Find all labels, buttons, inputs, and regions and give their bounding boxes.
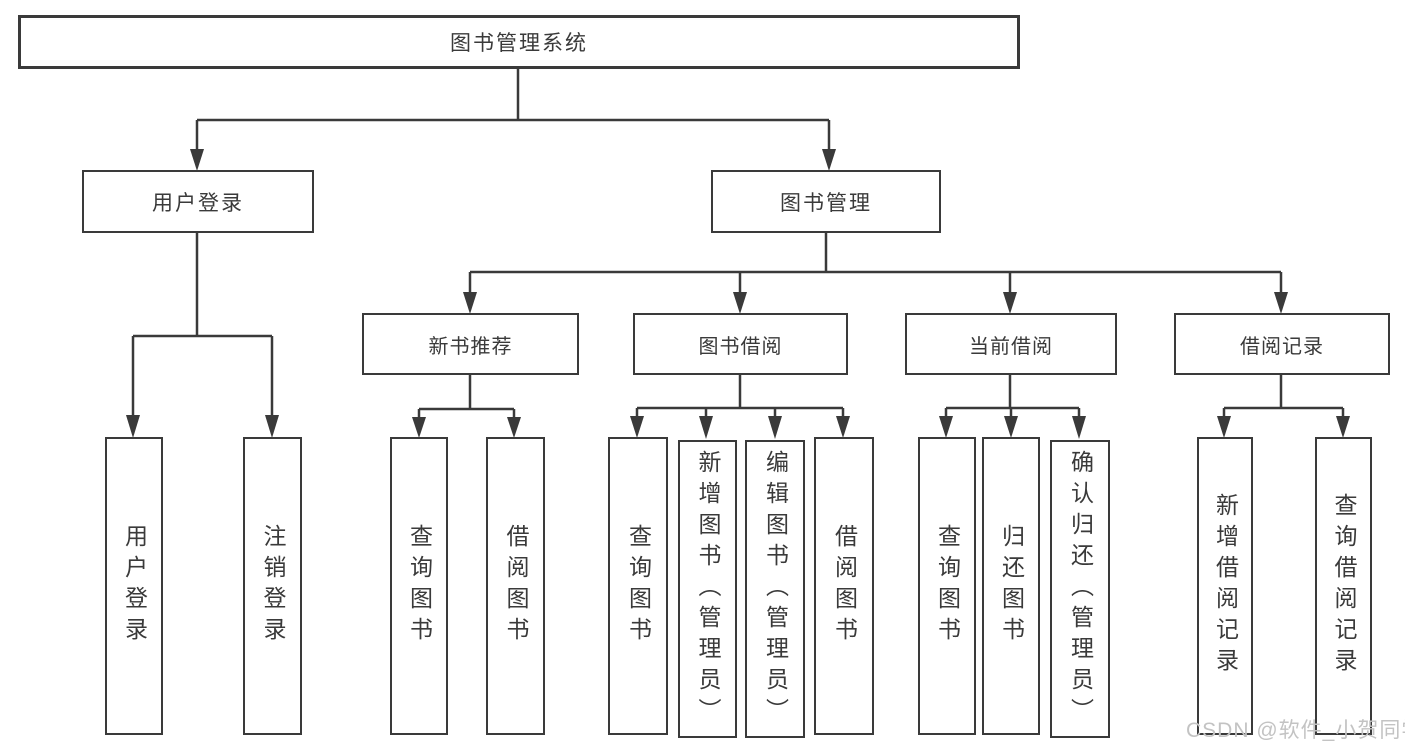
node-current-borrow: 当前借阅 bbox=[905, 313, 1117, 375]
arrowhead-book-management bbox=[822, 149, 836, 171]
node-leaf-edit-book-admin: 编辑图书（管理员） bbox=[745, 440, 805, 738]
node-label: 借阅图书 bbox=[831, 524, 858, 648]
node-leaf-add-borrow-record: 新增借阅记录 bbox=[1197, 437, 1253, 735]
node-label: 用户登录 bbox=[152, 191, 244, 215]
arrowhead-leaf-query-record bbox=[1336, 416, 1350, 438]
arrowhead-leaf-query-2 bbox=[630, 416, 644, 438]
node-label: 查询图书 bbox=[934, 524, 961, 648]
node-label: 借阅记录 bbox=[1240, 335, 1324, 358]
node-leaf-query-books-borrow: 查询图书 bbox=[608, 437, 668, 735]
node-label: 当前借阅 bbox=[969, 335, 1053, 358]
node-library-management-system: 图书管理系统 bbox=[18, 15, 1020, 69]
node-book-borrow: 图书借阅 bbox=[633, 313, 848, 375]
node-leaf-return-books: 归还图书 bbox=[982, 437, 1040, 735]
arrowhead-leaf-logout bbox=[265, 415, 279, 438]
node-label: 新增图书（管理员） bbox=[695, 449, 721, 729]
arrowhead-leaf-login bbox=[126, 415, 140, 438]
arrowhead-leaf-query-1 bbox=[412, 417, 426, 438]
node-label: 用户登录 bbox=[121, 524, 148, 648]
arrowhead-current-borrow bbox=[1003, 292, 1017, 314]
node-label: 查询图书 bbox=[406, 524, 433, 648]
node-label: 新书推荐 bbox=[428, 335, 513, 358]
arrowhead-leaf-borrow-1 bbox=[507, 417, 521, 438]
arrowhead-leaf-edit-book bbox=[768, 416, 782, 439]
node-label: 注销登录 bbox=[260, 524, 286, 648]
node-label: 查询图书 bbox=[625, 524, 652, 648]
arrowhead-borrow-records bbox=[1274, 292, 1288, 314]
arrowhead-leaf-add-record bbox=[1217, 416, 1231, 438]
node-book-management: 图书管理 bbox=[711, 170, 941, 233]
node-leaf-query-borrow-record: 查询借阅记录 bbox=[1315, 437, 1372, 735]
arrowhead-leaf-borrow-2 bbox=[836, 416, 850, 438]
node-leaf-logout: 注销登录 bbox=[243, 437, 302, 735]
arrowhead-user-login bbox=[190, 149, 204, 171]
node-label: 确认归还（管理员） bbox=[1067, 449, 1094, 729]
csdn-watermark: CSDN @软件_小贺同学 bbox=[1186, 719, 1405, 742]
arrowhead-new-book-recommend bbox=[463, 292, 477, 314]
node-label: 图书借阅 bbox=[698, 335, 783, 358]
node-leaf-query-books-current: 查询图书 bbox=[918, 437, 976, 735]
arrowhead-book-borrow bbox=[733, 292, 747, 314]
node-label: 归还图书 bbox=[998, 524, 1025, 648]
arrowhead-leaf-add-book bbox=[699, 416, 713, 439]
node-borrow-records: 借阅记录 bbox=[1174, 313, 1390, 375]
node-user-login: 用户登录 bbox=[82, 170, 314, 233]
node-label: 图书管理系统 bbox=[450, 32, 588, 55]
node-leaf-add-book-admin: 新增图书（管理员） bbox=[678, 440, 737, 738]
node-leaf-borrow-books: 借阅图书 bbox=[814, 437, 874, 735]
node-label: 借阅图书 bbox=[503, 524, 529, 648]
arrowhead-leaf-confirm-return bbox=[1072, 416, 1086, 439]
node-leaf-user-login: 用户登录 bbox=[105, 437, 163, 735]
arrowhead-leaf-return bbox=[1004, 416, 1018, 438]
node-label: 新增借阅记录 bbox=[1212, 493, 1239, 679]
node-label: 查询借阅记录 bbox=[1331, 493, 1357, 679]
node-label: 图书管理 bbox=[780, 191, 872, 215]
node-label: 编辑图书（管理员） bbox=[762, 449, 789, 729]
node-leaf-query-books-recommend: 查询图书 bbox=[390, 437, 448, 735]
arrowhead-leaf-query-3 bbox=[939, 416, 953, 438]
node-leaf-borrow-books-recommend: 借阅图书 bbox=[486, 437, 545, 735]
node-leaf-confirm-return-admin: 确认归还（管理员） bbox=[1050, 440, 1110, 738]
node-new-book-recommend: 新书推荐 bbox=[362, 313, 579, 375]
